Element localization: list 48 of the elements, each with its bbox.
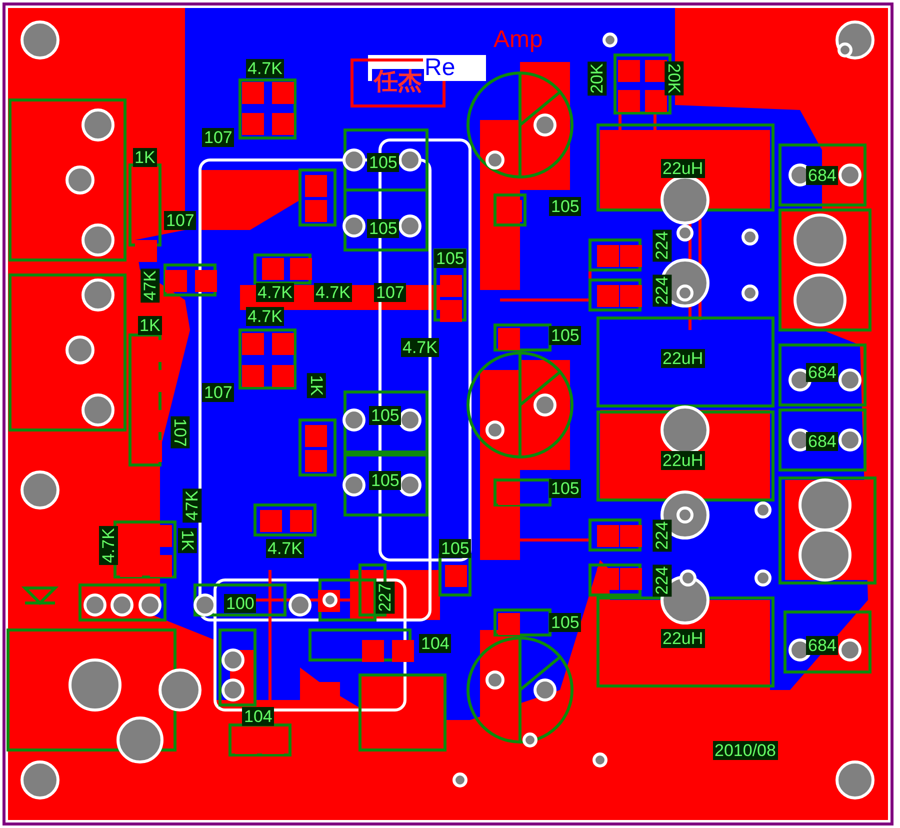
silkscreen-label: 107: [374, 282, 406, 302]
author-label: 任杰: [372, 69, 424, 95]
silkscreen-label: 105: [549, 478, 582, 498]
silkscreen-label: 105: [439, 538, 472, 558]
silkscreen-label: 1K: [132, 148, 158, 166]
silkscreen-label: 684: [806, 432, 838, 450]
silkscreen-label: 22uH: [660, 628, 706, 648]
silkscreen-label: 105: [549, 196, 582, 216]
silkscreen-label: 105: [434, 248, 466, 268]
silkscreen-label: 4.7K: [314, 282, 352, 302]
silkscreen-label: 105: [549, 612, 582, 632]
silkscreen-label: 224: [652, 518, 672, 552]
silkscreen-label: 224: [652, 228, 672, 262]
silkscreen-label: 105: [367, 218, 400, 238]
silkscreen-label: 20K: [588, 60, 607, 96]
silkscreen-label: 227: [376, 580, 395, 614]
silkscreen-label: 4.7K: [400, 338, 440, 356]
silkscreen-label: 684: [806, 636, 838, 654]
silkscreen-label: 20K: [664, 60, 684, 96]
silkscreen-label: 224: [652, 274, 672, 306]
silkscreen-label: 107: [202, 382, 234, 402]
silkscreen-label: 1K: [306, 372, 326, 398]
silkscreen-label: 1K: [177, 528, 196, 552]
silkscreen-label: 47K: [182, 488, 202, 522]
silkscreen-label: 4.7K: [246, 306, 284, 326]
silkscreen-label: 105: [369, 406, 402, 424]
silkscreen-label: 4.7K: [266, 538, 304, 558]
silkscreen-label: 1K: [138, 316, 162, 334]
silkscreen-label: 105: [369, 470, 402, 490]
silkscreen-label: 22uH: [660, 450, 706, 470]
silkscreen-label: 107: [170, 416, 190, 448]
silkscreen-label: 4.7K: [98, 526, 118, 564]
silkscreen-label: 4.7K: [256, 282, 294, 302]
silkscreen-label: 684: [806, 166, 838, 184]
silkscreen-label: 105: [549, 326, 582, 344]
silkscreen-label: 107: [164, 210, 196, 230]
silkscreen-label: 100: [224, 594, 256, 612]
silkscreen-label: 104: [419, 634, 452, 652]
silkscreen-label: 105: [367, 152, 400, 172]
silkscreen-label: 47K: [140, 268, 160, 302]
silkscreen-label: 104: [242, 706, 274, 726]
silkscreen-label: 2010/08: [712, 740, 778, 760]
silkscreen-label: 22uH: [660, 158, 706, 178]
silkscreen-label: 22uH: [660, 348, 706, 368]
silkscreen-label: 4.7K: [246, 58, 284, 78]
silkscreen-label: 224: [652, 564, 672, 596]
silkscreen-label: 684: [806, 362, 838, 382]
silkscreen-label: 107: [202, 128, 234, 146]
